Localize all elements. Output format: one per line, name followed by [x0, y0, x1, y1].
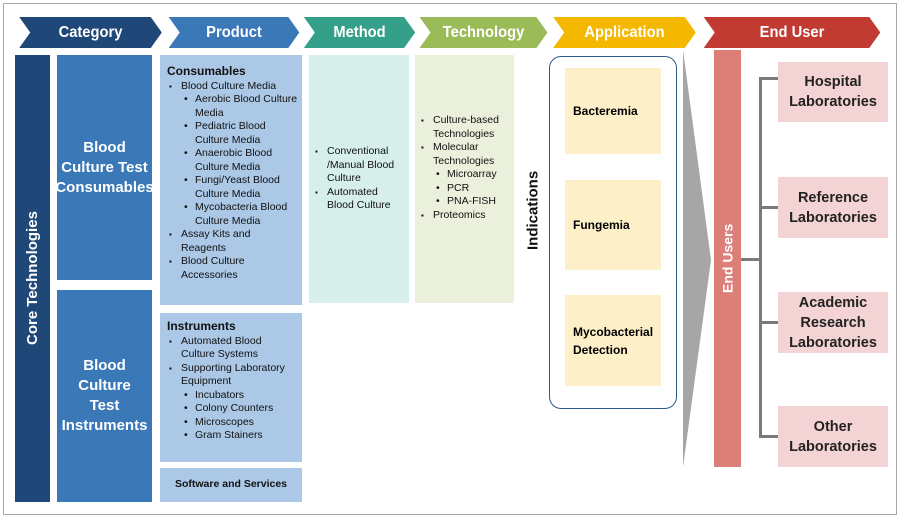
core-technologies: Core Technologies [15, 55, 50, 502]
application-bacteremia: Bacteremia [565, 68, 661, 154]
list-item: Gram Stainers [167, 429, 298, 443]
list-item: Blood Culture Media [167, 80, 298, 94]
list-item: Microarray [419, 168, 510, 182]
connector-line [759, 206, 779, 209]
list-item: Assay Kits and Reagents [167, 228, 298, 255]
list-item: Automated Blood Culture [313, 186, 405, 213]
connector-line [759, 435, 779, 438]
core-technologies-label: Core Technologies [24, 211, 41, 346]
end-user-other: Other Laboratories [778, 406, 888, 467]
product-instruments-box: Instruments Automated Blood Culture Syst… [160, 313, 302, 462]
header-product: Product [169, 17, 300, 48]
category-consumables: Blood Culture Test Consumables [55, 55, 154, 280]
technology-list: Culture-based TechnologiesMolecular Tech… [419, 114, 510, 222]
list-item: Anaerobic Blood Culture Media [167, 147, 298, 174]
list-item: Supporting Laboratory Equipment [167, 362, 298, 389]
list-item: Conventional /Manual Blood Culture [313, 145, 405, 186]
connector-line [741, 258, 761, 261]
method-box: Conventional /Manual Blood CultureAutoma… [309, 55, 409, 303]
end-users-label: End Users [719, 223, 736, 294]
application-fungemia: Fungemia [565, 180, 661, 270]
header-method: Method [304, 17, 415, 48]
application-group [549, 56, 677, 409]
list-item: Incubators [167, 389, 298, 403]
instruments-list: Automated Blood Culture SystemsSupportin… [167, 335, 298, 443]
method-list: Conventional /Manual Blood CultureAutoma… [313, 145, 405, 213]
list-item: PNA-FISH [419, 195, 510, 209]
connector-line [759, 77, 779, 80]
application-mycobacterial: Mycobacterial Detection [565, 295, 661, 386]
technology-box: Culture-based TechnologiesMolecular Tech… [415, 55, 514, 303]
list-item: Blood Culture Accessories [167, 255, 298, 282]
product-consumables-box: Consumables Blood Culture MediaAerobic B… [160, 55, 302, 305]
list-item: PCR [419, 182, 510, 196]
header-application: Application [553, 17, 696, 48]
instruments-title: Instruments [167, 319, 236, 333]
header-technology: Technology [420, 17, 548, 48]
list-item: Proteomics [419, 209, 510, 223]
list-item: Colony Counters [167, 402, 298, 416]
end-user-reference: Reference Laboratories [778, 177, 888, 238]
list-item: Culture-based Technologies [419, 114, 510, 141]
list-item: Molecular Technologies [419, 141, 510, 168]
list-item: Automated Blood Culture Systems [167, 335, 298, 362]
list-item: Aerobic Blood Culture Media [167, 93, 298, 120]
list-item: Microscopes [167, 416, 298, 430]
connector-line [759, 321, 779, 324]
header-category: Category [19, 17, 162, 48]
indications-label: Indications [522, 150, 544, 270]
end-users-bar: End Users [714, 50, 741, 467]
product-software-box: Software and Services [160, 468, 302, 502]
end-user-academic: Academic Research Laboratories [778, 292, 888, 353]
diagram-frame [3, 3, 897, 515]
gray-arrow [683, 50, 711, 467]
indications-text: Indications [524, 170, 542, 250]
consumables-title: Consumables [167, 64, 246, 78]
consumables-list: Blood Culture MediaAerobic Blood Culture… [167, 80, 298, 283]
list-item: Mycobacteria Blood Culture Media [167, 201, 298, 228]
end-user-hospital: Hospital Laboratories [778, 62, 888, 122]
header-end-user: End User [704, 17, 881, 48]
list-item: Pediatric Blood Culture Media [167, 120, 298, 147]
connector-line [759, 77, 762, 438]
category-instruments: Blood Culture Test Instruments [57, 290, 152, 502]
list-item: Fungi/Yeast Blood Culture Media [167, 174, 298, 201]
